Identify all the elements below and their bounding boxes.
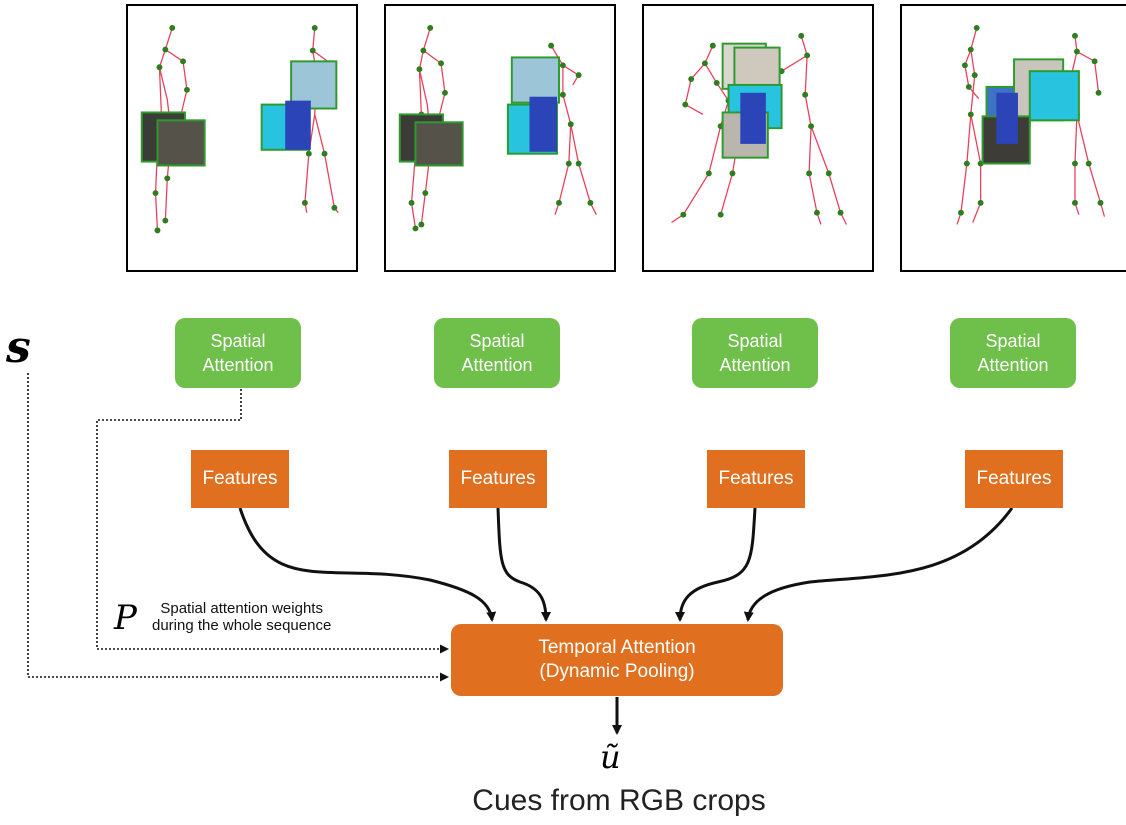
rgb-crop-boxes <box>721 42 783 159</box>
output-caption: Cues from RGB crops <box>472 784 766 817</box>
temporal-attention-label-line2: (Dynamic Pooling) <box>539 661 695 682</box>
features-box-1: Features <box>191 450 289 508</box>
frame-2 <box>384 4 616 272</box>
spatial-attention-label-line2: Attention <box>461 355 533 375</box>
temporal-attention-label-line1: Temporal Attention <box>538 637 696 658</box>
features-box-2: Features <box>449 450 547 508</box>
features-label: Features <box>202 468 278 489</box>
s-connector <box>27 373 449 682</box>
p-connector <box>96 389 449 654</box>
frame-4 <box>900 4 1126 272</box>
frame-1 <box>126 4 358 272</box>
feature-arrow-1 <box>238 507 497 622</box>
rgb-crop-boxes <box>398 56 560 167</box>
feature-arrow-2 <box>496 507 551 622</box>
skeleton-frame-4-image <box>956 24 1106 225</box>
features-box-4: Features <box>965 450 1063 508</box>
skeleton-frame-1-image <box>140 24 339 234</box>
rgb-crop-boxes <box>140 60 338 167</box>
spatial-attention-label-line1: Spatial <box>469 331 525 351</box>
spatial-attention-label-line2: Attention <box>719 355 791 375</box>
frame-3 <box>642 4 874 272</box>
spatial-attention-label-line1: Spatial <box>210 331 266 351</box>
spatial-attention-label-line2: Attention <box>202 355 274 375</box>
features-label: Features <box>460 468 536 489</box>
p-annotation-line1: Spatial attention weights <box>160 600 323 617</box>
skeleton-frame-3-image <box>671 32 848 225</box>
p-annotation-line2: during the whole sequence <box>152 617 332 634</box>
feature-arrow-3 <box>675 507 757 622</box>
temporal-attention-box: Temporal Attention (Dynamic Pooling) <box>451 624 783 696</box>
input-symbol-s: s <box>6 322 31 373</box>
features-label: Features <box>976 468 1052 489</box>
features-box-3: Features <box>707 450 805 508</box>
rgb-crop-boxes <box>981 58 1080 165</box>
feature-arrow-4 <box>743 507 1014 622</box>
output-symbol-u-tilde: ũ <box>600 738 621 776</box>
spatial-attention-label-line1: Spatial <box>985 331 1041 351</box>
features-label: Features <box>718 468 794 489</box>
skeleton-frame-2-image <box>398 24 597 232</box>
spatial-attention-label-line2: Attention <box>977 355 1049 375</box>
p-symbol: P <box>114 598 137 638</box>
p-annotation-text: Spatial attention weights during the who… <box>152 600 331 634</box>
spatial-attention-label-line1: Spatial <box>727 331 783 351</box>
